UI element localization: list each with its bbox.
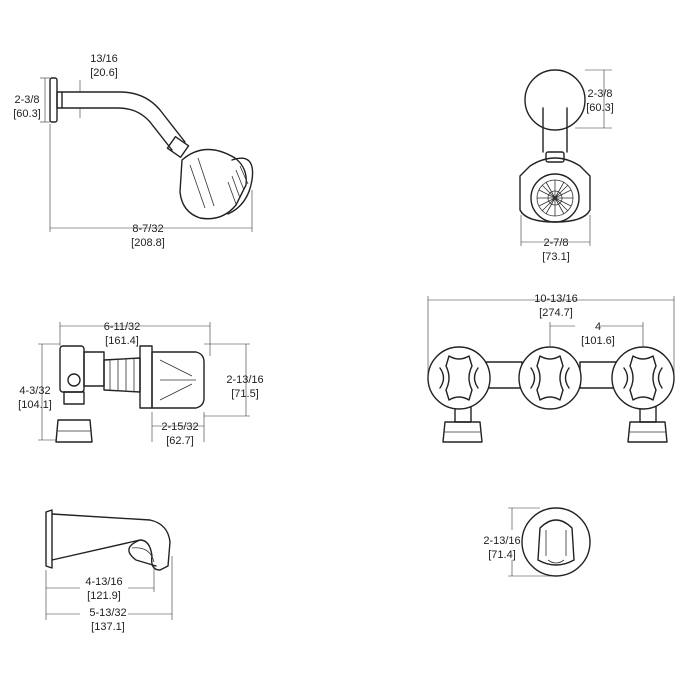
handle-depth-metric: [62.7] <box>166 435 194 447</box>
valve-overall-width-metric: [274.7] <box>539 307 573 319</box>
spout-front-dimension-lines <box>508 507 556 577</box>
arm-side-height-label: 2-3/8 <box>14 94 39 106</box>
arm-side-height-metric: [60.3] <box>13 108 41 120</box>
three-handle-valve-front-view <box>427 346 675 443</box>
handle-height-metric: [71.5] <box>231 388 259 400</box>
head-front-width-label: 2-7/8 <box>543 237 568 249</box>
valve-side-length-label: 6-11/32 <box>104 321 141 333</box>
valve-overall-width-label: 10-13/16 <box>534 293 577 305</box>
handle-depth-label: 2-15/32 <box>161 421 198 433</box>
shower-head-front-view <box>519 69 591 223</box>
arm-front-height-label: 2-3/8 <box>587 88 612 100</box>
arm-side-length-label: 8-7/32 <box>132 223 163 235</box>
arm-front-height-metric: [60.3] <box>586 102 614 114</box>
spout-front-height-label: 2-13/16 <box>483 535 520 547</box>
spout-dimension-lines <box>45 556 173 620</box>
arm-pipe-height-metric: [20.6] <box>90 67 118 79</box>
arm-pipe-height-label: 13/16 <box>90 53 118 65</box>
spout-length-metric: [137.1] <box>91 621 125 633</box>
arm-side-length-metric: [208.8] <box>131 237 165 249</box>
spout-reach-label: 4-13/16 <box>85 576 122 588</box>
spout-length-label: 5-13/32 <box>89 607 126 619</box>
head-front-dimension-lines <box>520 69 612 246</box>
head-front-width-metric: [73.1] <box>542 251 570 263</box>
tub-spout-front-view <box>521 507 591 577</box>
shower-arm-side-view <box>49 77 254 220</box>
valve-side-view <box>55 345 205 443</box>
valve-side-height-metric: [104.1] <box>18 399 52 411</box>
arm-side-dimension-lines <box>40 77 253 232</box>
tub-spout-side-view <box>45 509 171 571</box>
spout-reach-metric: [121.9] <box>87 590 121 602</box>
valve-side-length-metric: [161.4] <box>105 335 139 347</box>
handle-height-label: 2-13/16 <box>226 374 263 386</box>
valve-side-dimension-lines <box>38 322 250 442</box>
spout-front-height-metric: [71.4] <box>488 549 516 561</box>
valve-front-dimension-lines <box>427 296 675 378</box>
valve-side-height-label: 4-3/32 <box>19 385 50 397</box>
valve-center-spacing-metric: [101.6] <box>581 335 615 347</box>
valve-center-spacing-label: 4 <box>595 321 601 333</box>
